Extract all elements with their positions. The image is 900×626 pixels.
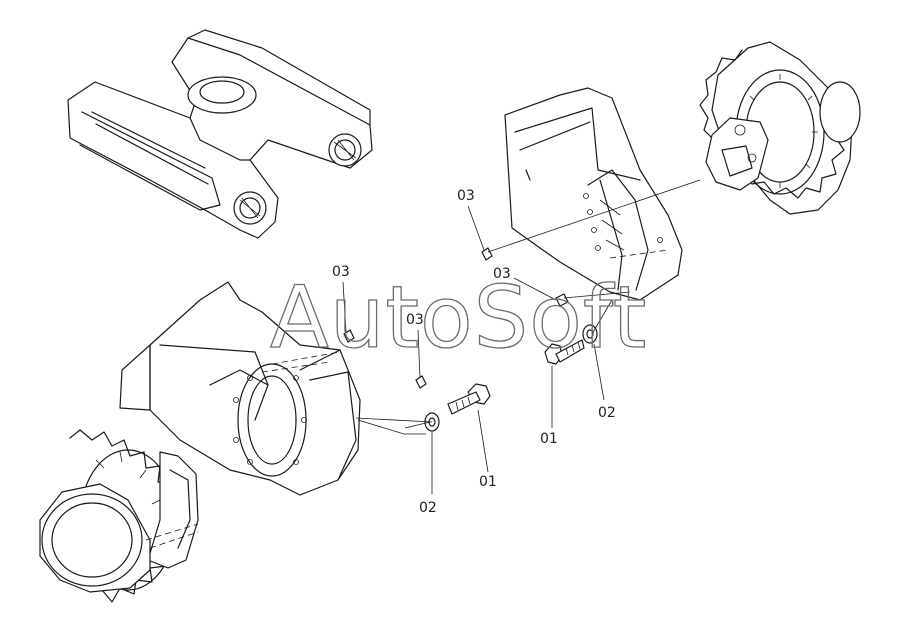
pin-left-top — [343, 329, 355, 343]
washer-right — [582, 324, 598, 344]
callout-02-left: 02 — [419, 500, 437, 516]
bolt-left — [447, 383, 491, 415]
track-frame-bracket-left — [119, 281, 361, 496]
pin-right-top — [481, 247, 493, 261]
leader-lines — [342, 205, 605, 494]
callout-03-top: 03 — [457, 188, 475, 204]
pin-left-mid — [415, 375, 427, 389]
pin-right-mid — [555, 293, 569, 307]
callout-02-right: 02 — [598, 405, 616, 421]
assembly-lines — [355, 179, 701, 435]
track-frame-bracket-right — [504, 87, 683, 301]
bolt-right — [544, 339, 585, 365]
watermark: AutoSoft — [270, 268, 647, 368]
callout-03-left-top: 03 — [332, 264, 350, 280]
callout-03-right-mid: 03 — [493, 266, 511, 282]
callout-01-right: 01 — [540, 431, 558, 447]
pivot-frame — [67, 29, 373, 239]
callout-03-left-mid: 03 — [406, 312, 424, 328]
callout-01-left: 01 — [479, 474, 497, 490]
travel-motor-left — [39, 429, 199, 603]
travel-motor-right — [699, 41, 861, 215]
